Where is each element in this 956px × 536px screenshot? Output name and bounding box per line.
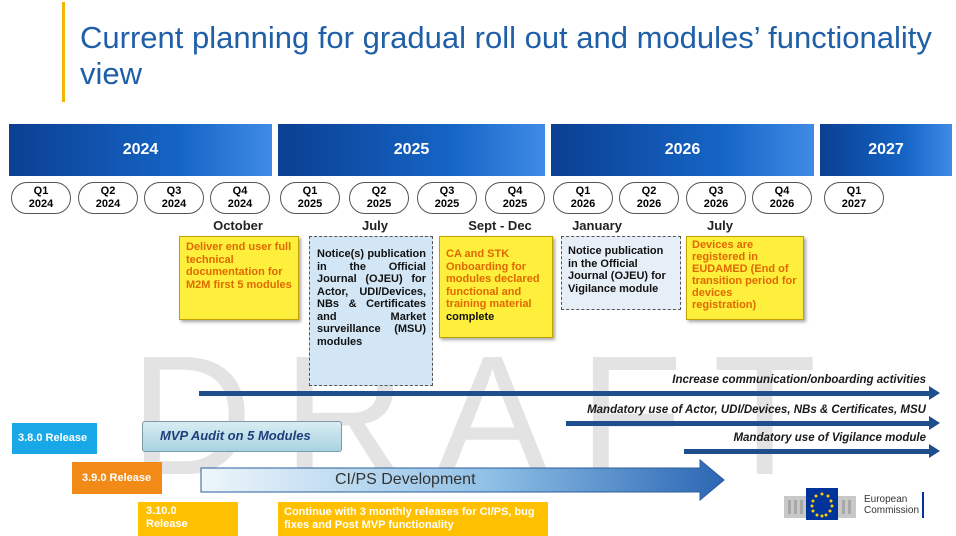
milestone-sept-dec: Sept - Dec	[468, 218, 532, 233]
arrow-label-mandatory-vigilance: Mandatory use of Vigilance module	[733, 432, 926, 444]
european-commission-logo: European Commission	[784, 486, 926, 522]
note-eudamed-registration: Devices are registered in EUDAMED (End o…	[686, 236, 804, 320]
milestone-october: October	[213, 218, 263, 233]
year-bar-2027: 2027	[820, 124, 952, 176]
arrow-mandatory-actor	[566, 421, 929, 426]
milestone-january: January	[572, 218, 622, 233]
title-accent-bar	[62, 2, 65, 102]
arrow-head-icon	[929, 444, 940, 458]
arrow-communication	[199, 391, 929, 396]
release-3-10-0: 3.10.0 Release	[138, 502, 238, 536]
note-vigilance-publication: Notice publication in the Official Journ…	[561, 236, 681, 310]
arrow-mandatory-vigilance	[684, 449, 929, 454]
arrow-label-communication: Increase communication/onboarding activi…	[672, 374, 926, 386]
arrow-label-mandatory-actor: Mandatory use of Actor, UDI/Devices, NBs…	[587, 404, 926, 416]
arrow-head-icon	[929, 416, 940, 430]
release-3-9-0: 3.9.0 Release	[72, 462, 162, 494]
cips-development-label: CI/PS Development	[335, 471, 476, 488]
release-3-8-0: 3.8.0 Release	[12, 423, 97, 454]
milestone-july-2025: July	[361, 218, 388, 233]
mvp-audit-box: MVP Audit on 5 Modules	[142, 421, 342, 452]
note-ojeu-publication: Notice(s) publication in the Official Jo…	[309, 236, 433, 386]
logo-text: European Commission	[864, 494, 920, 516]
commission-building-icon	[784, 488, 856, 520]
arrow-head-icon	[929, 386, 940, 400]
note-ca-stk-onboarding: CA and STK Onboarding for modules declar…	[439, 236, 553, 338]
milestone-july-2026: July	[706, 218, 733, 233]
continue-releases-box: Continue with 3 monthly releases for CI/…	[278, 502, 548, 536]
logo-divider	[922, 492, 924, 518]
cips-development-arrow	[200, 458, 725, 502]
year-bar-2025: 2025	[278, 124, 545, 176]
note-m2m-documentation: Deliver end user full technical document…	[179, 236, 299, 320]
year-bar-2026: 2026	[551, 124, 814, 176]
page-title: Current planning for gradual roll out an…	[80, 20, 932, 91]
year-bar-2024: 2024	[9, 124, 272, 176]
